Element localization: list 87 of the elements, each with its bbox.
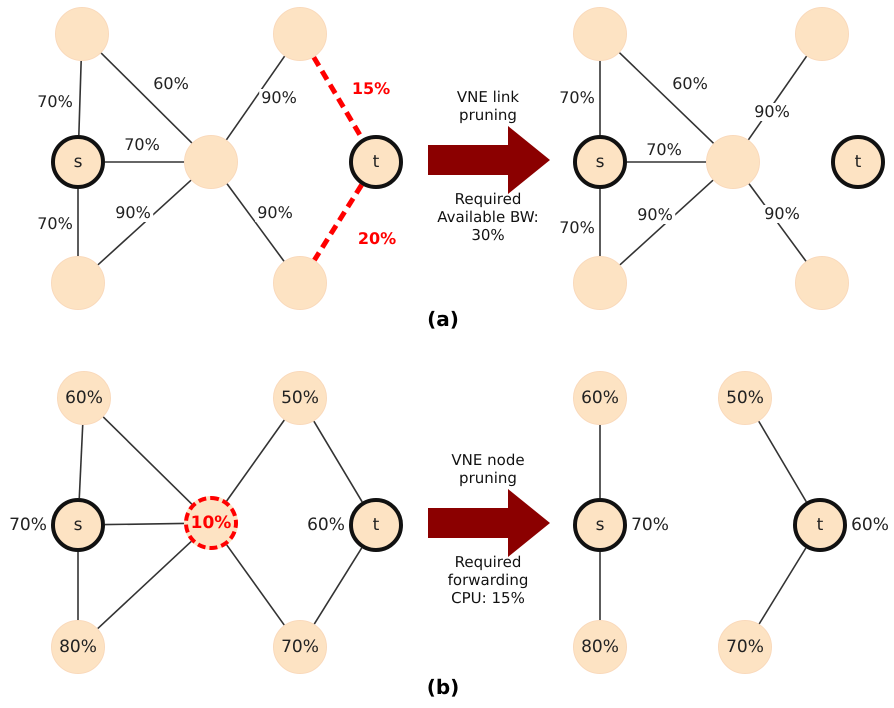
node-label: 50% [726, 388, 764, 408]
network-node [51, 620, 105, 674]
terminal-node [573, 135, 627, 189]
edge-label: 90% [752, 103, 792, 121]
node-annotation: 60% [307, 515, 345, 535]
node-label: s [596, 152, 604, 172]
link-line [758, 420, 807, 502]
link-line [627, 161, 706, 163]
pruned-node [184, 496, 238, 550]
edge-label: 90% [635, 206, 675, 224]
link-line [599, 425, 601, 498]
network-node [273, 7, 327, 61]
node-annotation: 60% [851, 515, 889, 535]
link-line [226, 183, 285, 262]
network-node [573, 620, 627, 674]
panel-label: (a) [427, 307, 459, 331]
link-line [758, 548, 807, 624]
link-line [226, 544, 285, 626]
dashed-link [312, 184, 364, 262]
node-annotation: 70% [9, 515, 47, 535]
network-node [273, 620, 327, 674]
node-label: 60% [581, 388, 619, 408]
network-node [273, 256, 327, 310]
network-node [573, 371, 627, 425]
terminal-node [349, 498, 403, 552]
link-line [78, 424, 84, 498]
link-line [77, 552, 79, 620]
terminal-node [349, 135, 403, 189]
link-line [102, 416, 192, 505]
node-label: t [854, 152, 862, 172]
link-line [599, 552, 601, 620]
network-node [573, 7, 627, 61]
link-line [314, 548, 362, 624]
network-node [718, 620, 772, 674]
node-label: 70% [726, 637, 764, 657]
link-line [619, 180, 714, 266]
network-node [573, 256, 627, 310]
node-label: 80% [59, 637, 97, 657]
link-line [226, 420, 285, 502]
arrow-caption: VNE node pruning [450, 451, 526, 487]
terminal-node [51, 498, 105, 552]
node-label: 10% [190, 513, 232, 533]
link-line [618, 52, 714, 144]
link-line [78, 60, 82, 136]
edge-label: 90% [762, 205, 802, 223]
node-label: s [74, 515, 82, 535]
terminal-node [793, 498, 847, 552]
link-line [599, 189, 601, 256]
link-line [100, 52, 192, 144]
network-node [273, 371, 327, 425]
arrow-caption: VNE link pruning [456, 88, 520, 124]
edge-label: 90% [255, 204, 295, 222]
panel-label: (b) [426, 675, 460, 699]
node-label: t [372, 515, 380, 535]
node-label: s [74, 152, 82, 172]
arrow-caption: Required Available BW: 30% [436, 190, 540, 244]
node-label: 70% [281, 637, 319, 657]
link-line [226, 56, 286, 140]
terminal-node [573, 498, 627, 552]
network-node [795, 7, 849, 61]
edge-label: 90% [113, 204, 153, 222]
node-label: s [596, 515, 604, 535]
terminal-node [831, 135, 885, 189]
network-node [57, 371, 111, 425]
node-annotation: 70% [631, 515, 669, 535]
node-label: t [816, 515, 824, 535]
arrow-caption: Required forwarding CPU: 15% [446, 553, 530, 607]
network-node [706, 135, 760, 189]
block-arrow [428, 489, 550, 557]
network-node [51, 256, 105, 310]
network-node [184, 135, 238, 189]
network-node [795, 256, 849, 310]
link-line [77, 189, 79, 256]
network-node [55, 7, 109, 61]
link-line [97, 540, 192, 630]
network-node [718, 371, 772, 425]
link-line [104, 522, 184, 526]
link-line [105, 161, 184, 163]
link-line [313, 420, 363, 502]
terminal-node [51, 135, 105, 189]
link-line [599, 61, 601, 135]
block-arrow [428, 126, 550, 194]
node-label: 80% [581, 637, 619, 657]
node-label: 60% [65, 388, 103, 408]
node-label: 50% [281, 388, 319, 408]
link-line [97, 180, 192, 266]
node-label: t [372, 152, 380, 172]
